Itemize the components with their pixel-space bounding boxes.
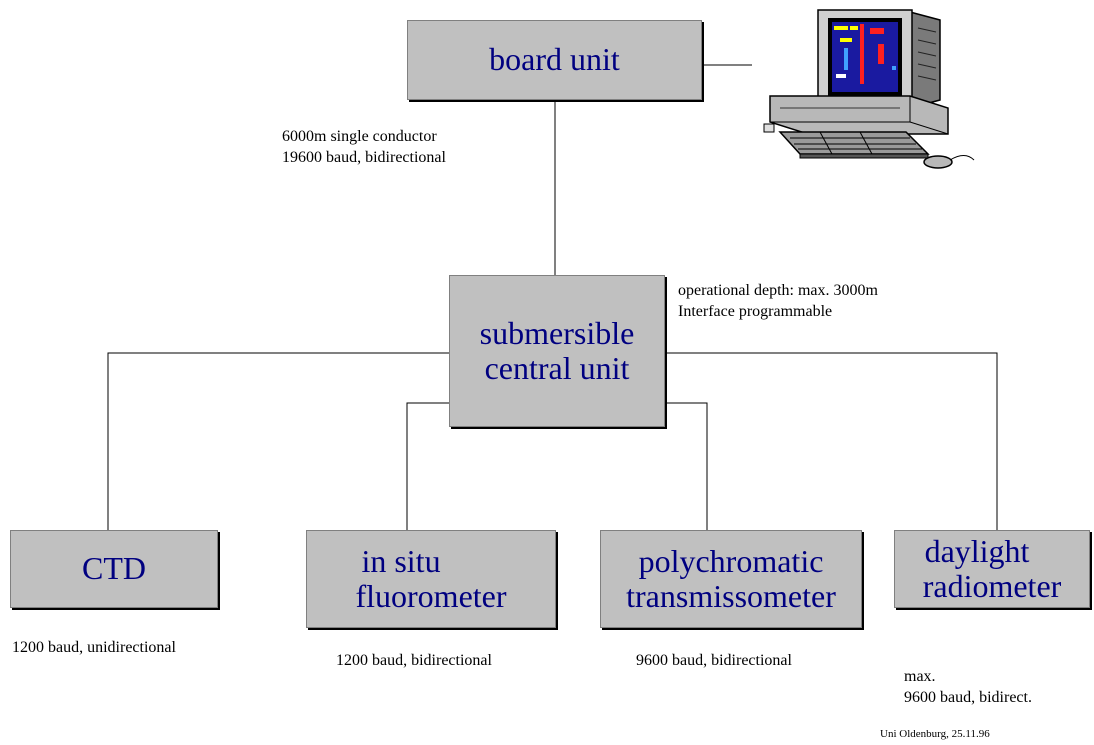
link-central-ctd (107, 352, 449, 530)
footer-credit: Uni Oldenburg, 25.11.96 (880, 728, 990, 740)
central-unit-label-line2: central unit (484, 350, 630, 386)
transmissometer-box: polychromatic transmissometer (600, 530, 862, 628)
cable-note-line2: 19600 baud, bidirectional (282, 149, 446, 166)
radiometer-box: daylight radiometer (894, 530, 1090, 608)
fluorometer-label-line2: fluorometer (355, 578, 507, 614)
radiometer-note: max. 9600 baud, bidirect. (904, 666, 1032, 708)
ctd-label: CTD (82, 550, 146, 587)
central-unit-label-line1: submersible (479, 314, 635, 351)
fluorometer-label-line1: in situ (361, 542, 441, 579)
central-unit-box: submersible central unit (449, 275, 665, 427)
link-central-transmissometer (665, 402, 708, 530)
cable-note: 6000m single conductor 19600 baud, bidir… (282, 126, 446, 168)
central-note-line1: operational depth: max. 3000m (678, 282, 878, 299)
link-central-radiometer (665, 352, 998, 530)
transmissometer-note: 9600 baud, bidirectional (636, 652, 792, 669)
transmissometer-label-line2: transmissometer (626, 578, 836, 614)
radiometer-label-line2: radiometer (922, 568, 1062, 604)
fluorometer-note: 1200 baud, bidirectional (336, 652, 492, 669)
radiometer-label-line1: daylight (924, 532, 1030, 569)
central-note-line2: Interface programmable (678, 303, 833, 320)
radiometer-note-line2: 9600 baud, bidirect. (904, 689, 1032, 706)
transmissometer-label-line1: polychromatic (638, 542, 824, 579)
board-unit-label: board unit (489, 41, 620, 78)
desktop-computer-icon (763, 9, 975, 169)
link-central-fluorometer (406, 402, 449, 530)
central-note: operational depth: max. 3000m Interface … (678, 280, 878, 322)
ctd-box: CTD (10, 530, 218, 608)
cable-note-line1: 6000m single conductor (282, 128, 437, 145)
board-unit-box: board unit (407, 20, 702, 100)
radiometer-note-line1: max. (904, 668, 936, 685)
fluorometer-box: in situ fluorometer (306, 530, 556, 628)
ctd-note: 1200 baud, unidirectional (12, 639, 176, 656)
